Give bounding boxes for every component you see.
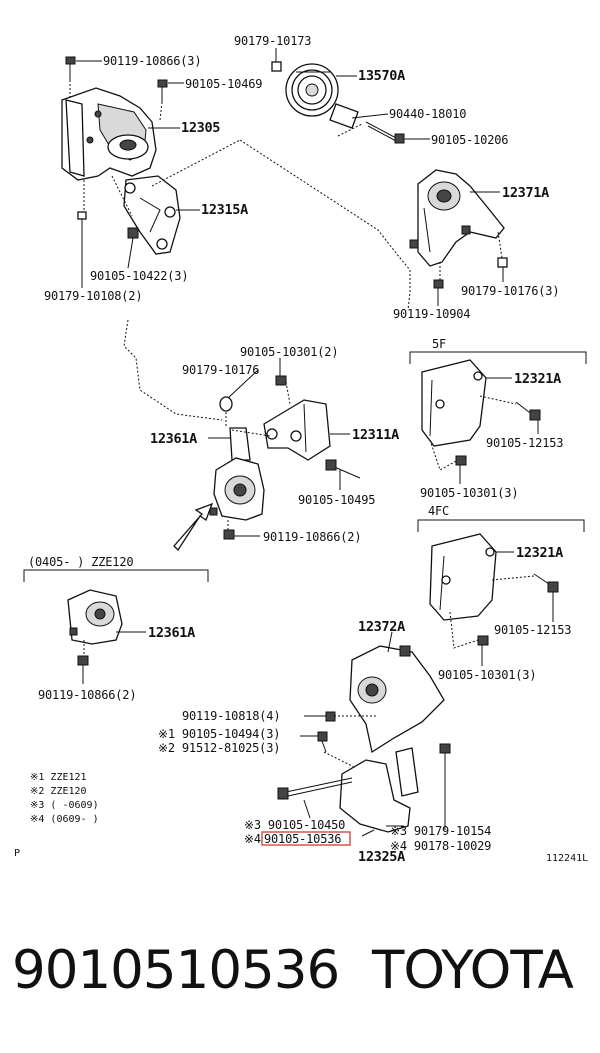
label-90105-10536-prefix: ※4 [244,832,261,846]
bolt-90119-10866-2-main [223,529,235,540]
label-90179-10108-2: 90179-10108(2) [44,289,142,303]
bolt-90105-12153-5f [515,401,541,421]
collar-90440-18010 [329,103,359,129]
bolt-90105-10206 [365,121,405,144]
bracket-12311A [263,399,331,461]
bolt-90105-10494 [317,731,328,753]
label-90119-10818-4: 90119-10818(4) [182,709,280,723]
footnotes: ※1 ZZE121 ※2 ZZE120 ※3 ( -0609) ※4 (0609… [30,772,99,825]
group-bracket-alt: (0405- ) ZZE120 [23,555,209,582]
group-label-4fc: 4FC [428,504,449,518]
label-90105-10301-3-5f: 90105-10301(3) [420,486,518,500]
label-90179-10154: ※3 90179-10154 [390,824,491,838]
note-3: ※3 ( -0609) [30,800,99,811]
bracket-12325A [339,747,419,833]
bolt-90119-10866-3 [65,56,76,80]
washer-90179-10173 [271,61,282,72]
engine-mount-12361A-alt [67,589,123,645]
brand-name: TOYOTA [372,940,574,1001]
label-90119-10904: 90119-10904 [393,307,470,321]
label-90178-10029: ※4 90178-10029 [390,839,491,853]
label-90105-10536: 90105-10536 [264,832,341,846]
label-12315A: 12315A [201,202,248,218]
group-label-alt: (0405- ) ZZE120 [28,555,133,569]
label-90105-12153-4fc: 90105-12153 [494,623,571,637]
engine-mount-12305 [61,87,157,181]
footer: 9010510536 TOYOTA [0,900,600,1053]
bolt-90105-10301-2 [275,375,287,386]
label-90105-10422-3: 90105-10422(3) [90,269,188,283]
label-90105-10206: 90105-10206 [431,133,508,147]
bracket-12315A [123,175,181,255]
bracket-12321A-5f [421,359,487,447]
part-number-title: 9010510536 [12,940,340,1001]
bolt-90119-10904 [433,279,444,304]
label-90119-10866-2-alt: 90119-10866(2) [38,688,136,702]
label-90105-10301-3-4fc: 90105-10301(3) [438,668,536,682]
corner-mark-left: P [14,848,20,859]
bracket-12321A-4fc [429,533,497,621]
leader-lines [76,48,554,837]
nut-90105-10422 [127,227,139,239]
label-12311A: 12311A [352,427,399,443]
label-12371A: 12371A [502,185,549,201]
highlight-box-90105-10536 [261,831,351,846]
bolt-90105-10301-3-5f [455,455,467,466]
engine-mount-12372A [349,645,445,754]
group-bracket-5f: 5F [409,337,587,364]
diagram-code: 112241L [546,853,588,864]
bolt-90119-10866-2-alt [77,655,89,666]
label-12325A: 12325A [358,849,405,865]
label-90179-10176: 90179-10176 [182,363,259,377]
bolt-90105-10301-3-4fc [477,635,489,646]
bolt-90105-10495 [325,459,361,479]
label-12321A-5f: 12321A [514,371,561,387]
label-90105-10469: 90105-10469 [185,77,262,91]
nut-90179-10176-3 [497,257,508,268]
label-90105-10495: 90105-10495 [298,493,375,507]
label-91512-81025-3: ※2 91512-81025(3) [158,741,280,755]
washer-90179-10108 [77,211,87,240]
label-90440-18010: 90440-18010 [389,107,466,121]
label-12305: 12305 [181,120,220,136]
label-13570A: 13570A [358,68,405,84]
label-90119-10866-3: 90119-10866(3) [103,54,201,68]
note-1: ※1 ZZE121 [30,772,87,783]
direction-arrow [173,502,214,552]
long-bolt-90105-10450 [277,777,353,800]
label-90105-12153-5f: 90105-12153 [486,436,563,450]
label-90119-10866-2-main: 90119-10866(2) [263,530,361,544]
label-90179-10173: 90179-10173 [234,34,311,48]
nut-90179-10154 [439,743,451,824]
bolt-90105-10469 [157,79,168,102]
label-90179-10176-3: 90179-10176(3) [461,284,559,298]
group-label-5f: 5F [432,337,446,351]
label-12361A-main: 12361A [150,431,197,447]
label-12361A-alt: 12361A [148,625,195,641]
idler-pulley-13570A [285,63,339,117]
washer-90179-10176 [219,396,233,412]
label-90105-10450: ※3 90105-10450 [244,818,345,832]
label-12372A: 12372A [358,619,405,635]
note-2: ※2 ZZE120 [30,786,87,797]
bolt-90119-10818-4 [325,711,336,722]
label-90105-10494-3: ※1 90105-10494(3) [158,727,280,741]
note-4: ※4 (0609- ) [30,814,99,825]
label-90105-10301-2: 90105-10301(2) [240,345,338,359]
label-12321A-4fc: 12321A [516,545,563,561]
bolt-90105-12153-4fc [533,573,559,593]
engine-mount-12361A [209,427,265,521]
group-bracket-4fc: 4FC [417,504,585,532]
engine-mount-12371A [409,169,505,267]
parts-diagram: 5F 4FC (0405- ) ZZE120 90119-10866(3) 90… [14,34,588,865]
connection-lines [69,80,535,769]
